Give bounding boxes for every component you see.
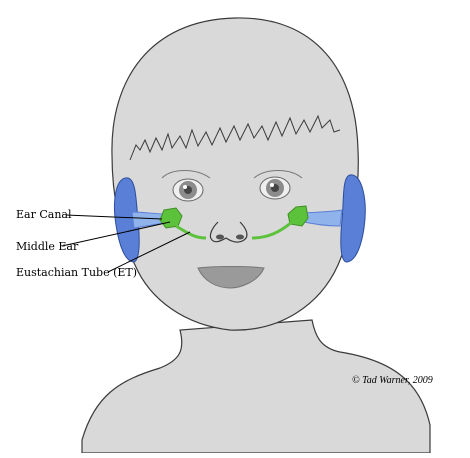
right-eye-highlight (270, 183, 274, 187)
left-middle-ear (160, 208, 182, 228)
eustachian-tube-label: Eustachian Tube (ET) (16, 267, 137, 278)
right-ear (341, 175, 365, 262)
ear-canal-label: Ear Canal (16, 209, 71, 220)
left-nostril (216, 235, 224, 240)
copyright-credit: © Tad Warner, 2009 (352, 376, 433, 386)
right-nostril (236, 235, 244, 240)
middle-ear-label: Middle Ear (16, 241, 78, 252)
shoulders (82, 320, 430, 453)
left-eye-highlight (183, 185, 187, 189)
